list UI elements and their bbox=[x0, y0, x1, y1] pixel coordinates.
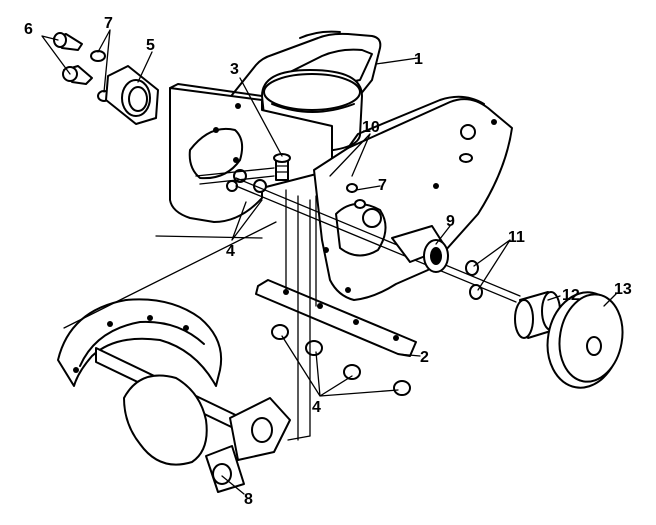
part-auger-assembly bbox=[57, 298, 291, 493]
callout-13: 13 bbox=[614, 281, 632, 298]
guide-lines bbox=[63, 195, 311, 441]
callout-9: 9 bbox=[446, 213, 455, 230]
part-wheel bbox=[546, 291, 624, 389]
callout-5: 5 bbox=[146, 37, 155, 54]
callout-3: 3 bbox=[230, 61, 239, 78]
axle-centerline bbox=[235, 177, 521, 303]
callout-labels: 1 2 3 4 4 5 6 7 7 8 9 10 11 12 13 bbox=[24, 15, 632, 508]
callout-7b: 7 bbox=[378, 177, 387, 194]
callout-2: 2 bbox=[420, 349, 429, 366]
part-small-nuts bbox=[346, 183, 366, 209]
leader-lines bbox=[41, 29, 617, 495]
part-bushing bbox=[514, 291, 561, 339]
callout-4b: 4 bbox=[312, 399, 321, 416]
part-bolt bbox=[273, 153, 291, 181]
callout-4a: 4 bbox=[226, 243, 235, 260]
callout-11: 11 bbox=[508, 229, 525, 246]
part-skid-shoe bbox=[255, 189, 417, 357]
callout-8: 8 bbox=[244, 491, 253, 508]
callout-12: 12 bbox=[562, 287, 580, 304]
part-gasket-flange bbox=[105, 65, 159, 125]
part-bearing-flange bbox=[391, 225, 449, 273]
part-housing-chute bbox=[227, 30, 382, 153]
part-screws-washers bbox=[53, 32, 111, 102]
callout-10: 10 bbox=[362, 119, 380, 136]
callout-1: 1 bbox=[414, 51, 423, 68]
part-nuts bbox=[465, 260, 483, 300]
callout-6: 6 bbox=[24, 21, 33, 38]
callout-7a: 7 bbox=[104, 15, 113, 32]
